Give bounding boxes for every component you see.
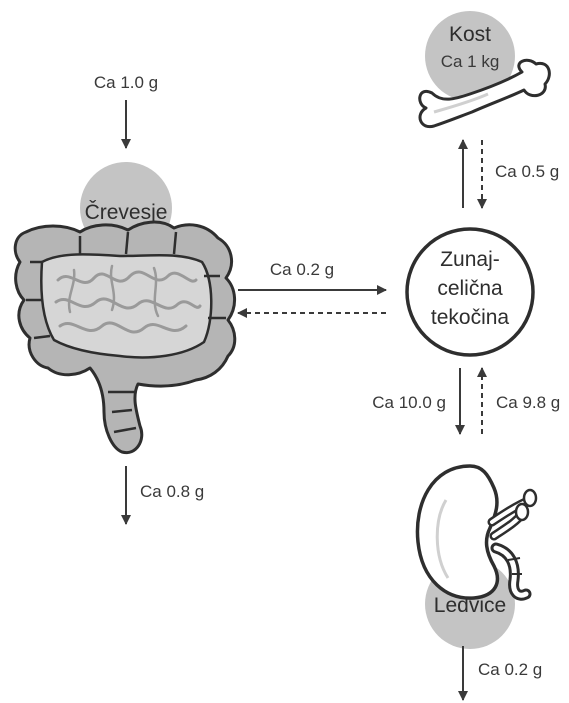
fluid-to-kidney-amount: Ca 10.0 g [372, 393, 446, 412]
gut-to-fluid-amount: Ca 0.2 g [270, 260, 334, 279]
kidney-icon [417, 466, 536, 598]
bone-title: Kost [449, 23, 491, 46]
kidney-to-fluid-amount: Ca 9.8 g [496, 393, 560, 412]
intestine-icon [15, 222, 235, 453]
fluid-label-line1: Zunaj- [440, 248, 500, 271]
fecal-loss-amount: Ca 0.8 g [140, 482, 204, 501]
bone-amount: Ca 1 kg [441, 52, 500, 71]
fluid-to-bone-amount: Ca 0.5 g [495, 162, 559, 181]
fluid-label-line3: tekočina [431, 306, 510, 329]
intake-amount: Ca 1.0 g [94, 73, 158, 92]
fluid-label-line2: celična [437, 277, 503, 300]
urine-loss-amount: Ca 0.2 g [478, 660, 542, 679]
intestine-title: Črevesje [85, 201, 168, 224]
kidney-title: Ledvice [434, 594, 506, 617]
